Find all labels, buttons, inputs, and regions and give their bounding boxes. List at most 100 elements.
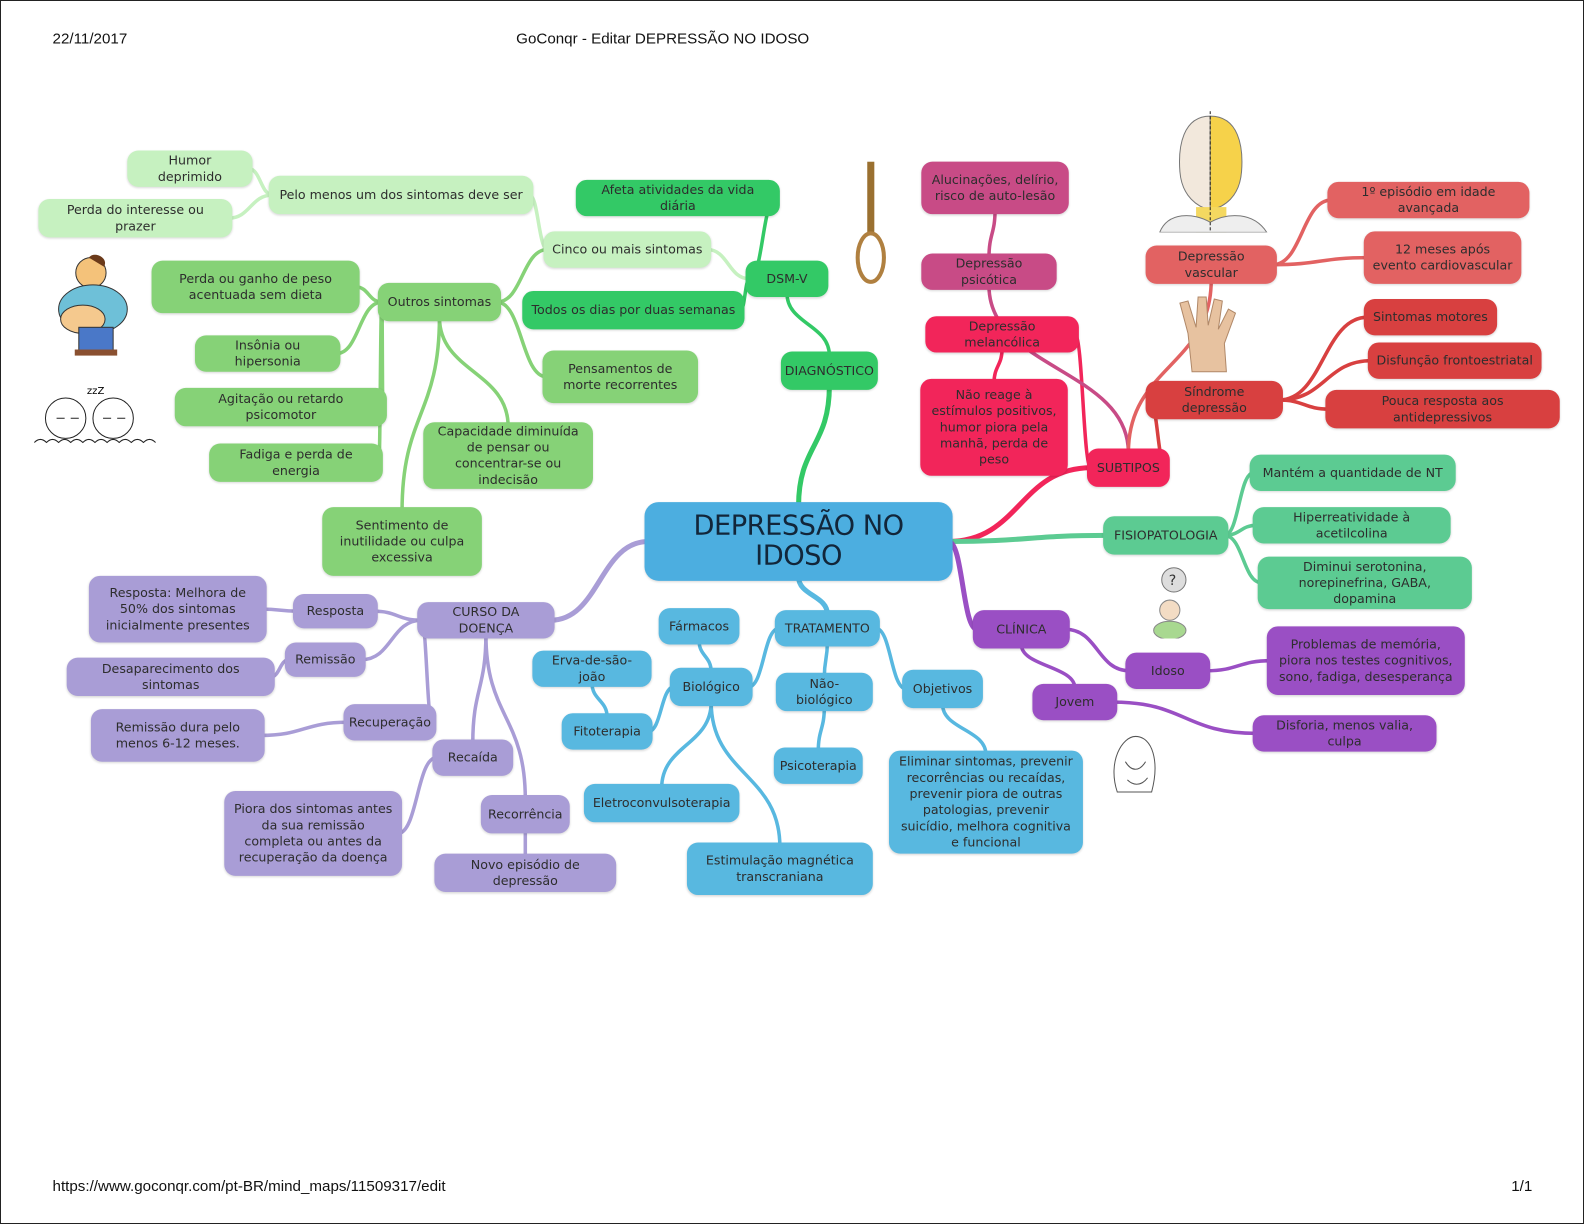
node-label: Sintomas motores <box>1373 309 1488 325</box>
node-motores[interactable]: Sintomas motores <box>1363 299 1498 336</box>
node-perda-peso[interactable]: Perda ou ganho de peso acentuada sem die… <box>151 260 360 314</box>
node-curso[interactable]: CURSO DA DOENÇA <box>417 602 555 639</box>
node-rem-txt[interactable]: Remissão dura pelo menos 6-12 meses. <box>90 709 265 762</box>
node-label: Remissão dura pelo menos 6-12 meses. <box>115 719 241 751</box>
connector-outros-capacidade <box>437 315 510 429</box>
node-agitacao[interactable]: Agitação ou retardo psicomotor <box>174 387 387 427</box>
node-resp-txt[interactable]: Resposta: Melhora de 50% dos sintomas in… <box>88 575 267 643</box>
connector-diagnostico-dsmv <box>785 291 832 358</box>
node-humor[interactable]: Humor deprimido <box>127 150 253 187</box>
node-fisio[interactable]: FISIOPATOLOGIA <box>1103 516 1229 555</box>
node-objetivos[interactable]: Objetivos <box>902 669 983 709</box>
node-hiper[interactable]: Hiperreatividade à acetilcolina <box>1252 507 1451 544</box>
node-capacidade[interactable]: Capacidade diminuída de pensar ou concen… <box>423 422 593 489</box>
node-diagnostico[interactable]: DIAGNÓSTICO <box>780 351 878 390</box>
node-insonia[interactable]: Insônia ou hipersonia <box>194 335 341 372</box>
node-label: Eletroconvulsoterapia <box>592 795 731 811</box>
node-label: Fadiga e perda de energia <box>239 446 353 478</box>
node-psico[interactable]: Psicoterapia <box>773 747 863 784</box>
node-desap[interactable]: Desaparecimento dos sintomas <box>66 657 275 697</box>
trembling-hand-icon <box>1179 296 1237 373</box>
node-label: Disforia, menos valia, culpa <box>1276 717 1413 749</box>
node-label: Recorrência <box>488 806 563 822</box>
node-disfuncao[interactable]: Disfunção frontoestriatal <box>1367 342 1542 379</box>
node-cinco[interactable]: Cinco ou mais sintomas <box>543 231 712 268</box>
connector-clinica-jovem <box>1019 642 1077 690</box>
node-center[interactable]: DEPRESSÃO NO IDOSO <box>644 502 953 581</box>
node-dsmv[interactable]: DSM-V <box>745 260 829 297</box>
node-recuperacao[interactable]: Recuperação <box>343 704 437 741</box>
node-vascular[interactable]: Depressão vascular <box>1145 245 1277 284</box>
node-doze[interactable]: 12 meses após evento cardiovascular <box>1363 231 1522 284</box>
confused-elderly-woman-icon: ? <box>1153 567 1187 639</box>
node-naobio[interactable]: Não-biológico <box>775 672 873 712</box>
node-pouca[interactable]: Pouca resposta aos antidepressivos <box>1325 389 1560 429</box>
node-label: Não-biológico <box>795 675 853 708</box>
node-tratamento[interactable]: TRATAMENTO <box>774 610 880 647</box>
node-label: Insônia ou hipersonia <box>234 337 301 369</box>
node-label: Todos os dias por duas semanas <box>531 302 736 318</box>
node-jovem[interactable]: Jovem <box>1032 683 1118 721</box>
node-melancolica[interactable]: Depressão melancólica <box>925 316 1079 353</box>
node-nao-reage[interactable]: Não reage à estímulos positivos, humor p… <box>920 378 1068 476</box>
connector-objetivos-eliminar <box>940 702 988 757</box>
node-sindrome[interactable]: Síndrome depressão <box>1145 380 1283 420</box>
connector-curso-resposta <box>372 609 424 623</box>
node-pelo[interactable]: Pelo menos um dos sintomas deve ser <box>268 175 534 215</box>
connector-cinco-outros <box>495 247 550 304</box>
node-estim[interactable]: Estimulação magnética transcraniana <box>686 842 873 896</box>
node-label: Recaída <box>447 749 498 765</box>
node-erva[interactable]: Erva-de-são-joão <box>532 650 652 687</box>
node-novo[interactable]: Novo episódio de depressão <box>434 853 617 893</box>
node-alucinacoes[interactable]: Alucinações, delírio, risco de auto-lesã… <box>921 161 1069 215</box>
node-problemas[interactable]: Problemas de memória, piora nos testes c… <box>1266 626 1465 696</box>
node-idoso[interactable]: Idoso <box>1125 652 1211 689</box>
sad-person-sketch-icon <box>1113 735 1156 793</box>
node-pensamentos[interactable]: Pensamentos de morte recorrentes <box>542 350 699 404</box>
node-piora[interactable]: Piora dos sintomas antes da sua remissão… <box>224 790 403 876</box>
node-label: Fitoterapia <box>573 723 641 739</box>
node-perda-int[interactable]: Perda do interesse ou prazer <box>38 199 233 238</box>
node-farmacos[interactable]: Fármacos <box>658 608 740 645</box>
node-recorrencia[interactable]: Recorrência <box>480 795 570 834</box>
connector-outros-fadiga <box>377 300 384 465</box>
node-primeiro[interactable]: 1º episódio em idade avançada <box>1327 181 1530 219</box>
connector-tratamento-objetivos <box>874 626 908 691</box>
node-disforia[interactable]: Disforia, menos valia, culpa <box>1252 715 1437 752</box>
node-label: Não reage à estímulos positivos, humor p… <box>931 386 1057 467</box>
node-biologico[interactable]: Biológico <box>669 667 753 707</box>
connector-curso-remissao <box>359 618 424 662</box>
node-label: Pouca resposta aos antidepressivos <box>1381 392 1504 425</box>
node-psicotica[interactable]: Depressão psicótica <box>921 253 1057 290</box>
node-label: DIAGNÓSTICO <box>784 362 874 378</box>
node-fadiga[interactable]: Fadiga e perda de energia <box>209 443 383 482</box>
connector-outros-sentimento <box>400 315 442 513</box>
node-recaida[interactable]: Recaída <box>432 739 514 776</box>
node-clinica[interactable]: CLÍNICA <box>972 610 1070 649</box>
node-diminui[interactable]: Diminui serotonina, norepinefrina, GABA,… <box>1257 556 1472 610</box>
node-label: Remissão <box>295 651 356 667</box>
node-outros[interactable]: Outros sintomas <box>377 282 502 322</box>
connector-resposta-resp_txt <box>260 607 299 613</box>
node-label: Objetivos <box>912 680 973 697</box>
connector-sindrome-motores <box>1277 315 1370 402</box>
svg-text:?: ? <box>1169 573 1177 589</box>
node-eliminar[interactable]: Eliminar sintomas, prevenir recorrências… <box>888 750 1083 854</box>
node-fito[interactable]: Fitoterapia <box>561 713 653 750</box>
node-remissao[interactable]: Remissão <box>284 642 366 677</box>
node-mantem[interactable]: Mantém a quantidade de NT <box>1249 454 1456 491</box>
node-eletro[interactable]: Eletroconvulsoterapia <box>583 783 740 823</box>
connector-center-fisio <box>946 532 1110 544</box>
node-resposta[interactable]: Resposta <box>292 593 378 629</box>
connector-sindrome-pouca <box>1277 398 1332 411</box>
node-label: Biológico <box>682 678 740 695</box>
node-sentimento[interactable]: Sentimento de inutilidade ou culpa exces… <box>322 507 482 576</box>
node-subtipos[interactable]: SUBTIPOS <box>1086 448 1170 487</box>
connector-outros-insonia <box>334 300 384 356</box>
node-todos[interactable]: Todos os dias por duas semanas <box>522 290 745 330</box>
connector-subtipos-melancolica <box>1073 332 1093 470</box>
page-url[interactable]: https://www.goconqr.com/pt-BR/mind_maps/… <box>52 1177 446 1196</box>
connector-dsmv-cinco <box>705 247 752 281</box>
node-afeta[interactable]: Afeta atividades da vida diária <box>575 179 780 217</box>
node-label: Eliminar sintomas, prevenir recorrências… <box>899 753 1073 850</box>
